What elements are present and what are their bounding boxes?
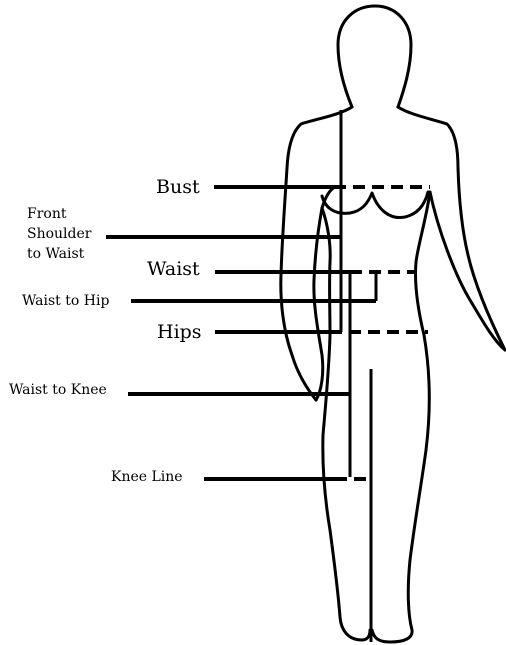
front-shoulder-label-line1: Front xyxy=(27,206,67,222)
body-outline xyxy=(281,6,505,642)
waist-label: Waist xyxy=(147,258,200,280)
measurement-guides xyxy=(341,110,376,642)
bust-measurement: Bust xyxy=(156,176,430,198)
right-body-side-outline xyxy=(372,192,430,642)
right-shoulder-outline xyxy=(398,107,505,350)
waist-to-knee-measurement: Waist to Knee xyxy=(9,382,350,398)
front-shoulder-to-waist-measurement: Front Shoulder to Waist xyxy=(27,206,341,262)
front-shoulder-label-line3: to Waist xyxy=(27,246,85,262)
hips-measurement: Hips xyxy=(157,321,428,343)
head-outline xyxy=(338,6,411,107)
hips-label: Hips xyxy=(157,321,202,343)
knee-line-measurement: Knee Line xyxy=(111,469,371,485)
bust-label: Bust xyxy=(156,176,200,198)
knee-line-label: Knee Line xyxy=(111,469,183,485)
waist-to-hip-label: Waist to Hip xyxy=(22,293,109,309)
bust-curve xyxy=(322,192,428,218)
waist-to-knee-label: Waist to Knee xyxy=(9,382,107,398)
front-shoulder-label-line2: Shoulder xyxy=(27,226,92,242)
waist-to-hip-measurement: Waist to Hip xyxy=(22,293,376,309)
